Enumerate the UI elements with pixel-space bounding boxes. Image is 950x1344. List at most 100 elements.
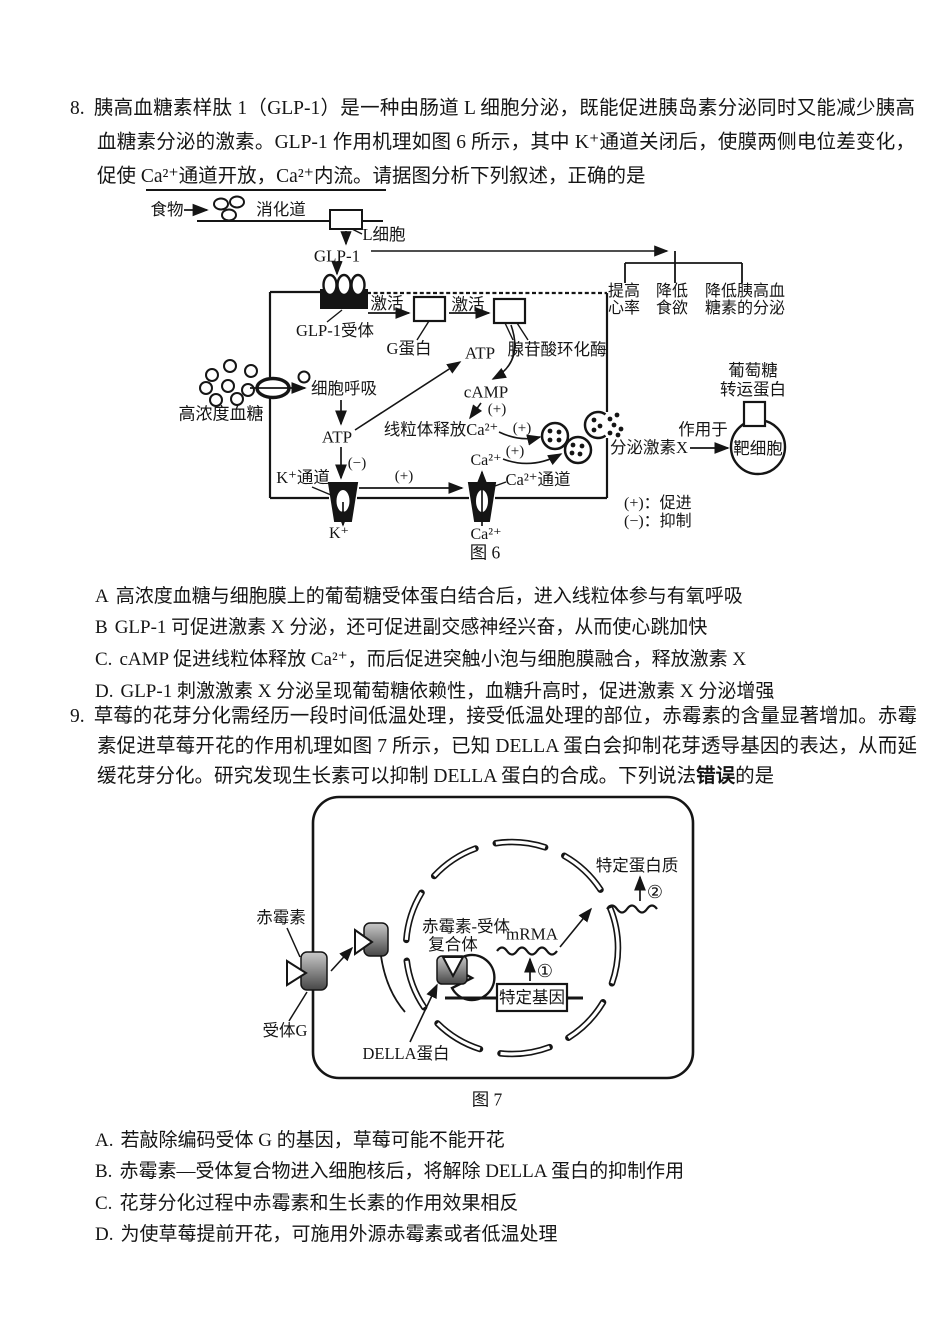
della-pointer-arrow bbox=[409, 983, 438, 1043]
q9-option-d: D.为使草莓提前开花，可施用外源赤霉素或者低温处理 bbox=[95, 1219, 558, 1246]
label-k-ion: K⁺ bbox=[329, 525, 349, 542]
cytoplasm-mrna-wavy-icon bbox=[606, 904, 658, 914]
receptor-activation-arrow bbox=[330, 946, 354, 972]
glp1-pathway-lines bbox=[331, 245, 743, 283]
question-8-text: 胰高血糖素样肽 1（GLP-1）是一种由肠道 L 细胞分泌，既能促进胰岛素分泌同… bbox=[93, 98, 915, 187]
label-glucose-transporter-1: 葡萄糖 bbox=[728, 360, 778, 380]
label-glp1: GLP-1 bbox=[313, 246, 361, 266]
figure7-diagram bbox=[286, 795, 695, 1080]
label-lower-appetite-2: 食欲 bbox=[655, 300, 689, 317]
label-complex-line2: 复合体 bbox=[428, 934, 478, 954]
nuclear-envelope bbox=[402, 838, 622, 1058]
q9-option-a-label: A. bbox=[95, 1130, 114, 1151]
q9-option-b-label: B. bbox=[95, 1161, 113, 1182]
high-glucose-particles-icon bbox=[199, 359, 258, 407]
label-digestive-tract: 消化道 bbox=[256, 199, 306, 219]
legend-minus: (−)：抑制 bbox=[624, 513, 692, 530]
label-ca-channel: Ca²⁺通道 bbox=[505, 469, 571, 489]
label-l-cell: L细胞 bbox=[362, 224, 406, 244]
label-secrete-hormone-x: 分泌激素X bbox=[610, 437, 688, 457]
gibberellin-pointer-line bbox=[286, 927, 301, 958]
label-glucose-transporter-2: 转运蛋白 bbox=[720, 379, 786, 399]
label-atp-upper: ATP bbox=[464, 343, 496, 363]
mrna-wavy-icon bbox=[496, 946, 558, 956]
l-cell-box bbox=[329, 209, 363, 246]
label-plus-2: (+) bbox=[512, 420, 532, 437]
label-specific-gene: 特定基因 bbox=[499, 987, 565, 1007]
fusing-vesicle-icon bbox=[583, 410, 624, 440]
legend-plus: (+)：促进 bbox=[624, 495, 692, 512]
label-plus-1: (+) bbox=[487, 401, 507, 418]
q8-option-b: B GLP-1 可促进激素 X 分泌，还可促进副交感神经兴奋，从而使心跳加快 bbox=[95, 612, 707, 639]
label-activate-1: 激活 bbox=[370, 293, 404, 313]
figure7-caption: 图 7 bbox=[471, 1089, 503, 1110]
secretory-vesicles-icon bbox=[540, 421, 593, 465]
q8-option-a-text: 高浓度血糖与细胞膜上的葡萄糖受体蛋白结合后，进入线粒体参与有氧呼吸 bbox=[115, 586, 743, 607]
label-ca-inner: Ca²⁺ bbox=[470, 452, 502, 469]
ca-channel-icon bbox=[467, 470, 507, 526]
cell-membrane bbox=[268, 290, 609, 500]
q8-option-d: D. GLP-1 刺激激素 X 分泌呈现葡萄糖依赖性，血糖升高时，促进激素 X 分… bbox=[95, 676, 774, 703]
q9-option-d-text: 为使草莓提前开花，可施用外源赤霉素或者低温处理 bbox=[120, 1224, 558, 1245]
q9-option-c-text: 花芽分化过程中赤霉素和生长素的作用效果相反 bbox=[119, 1193, 519, 1214]
label-mrna: mRMA bbox=[506, 924, 558, 944]
label-gibberellin: 赤霉素 bbox=[256, 907, 306, 927]
glucose-transport-channel-icon bbox=[250, 370, 311, 400]
q9-option-a: A. 若敲除编码受体 G 的基因，草莓可能不能开花 bbox=[95, 1125, 505, 1152]
q8-option-b-label: B bbox=[95, 617, 108, 638]
label-glp1-receptor: GLP-1受体 bbox=[296, 320, 374, 340]
q9-option-c-label: C. bbox=[95, 1193, 113, 1214]
label-adenylate-cyclase: 腺苷酸环化酶 bbox=[507, 339, 607, 359]
label-k-channel: K⁺通道 bbox=[276, 467, 330, 487]
q8-option-c-label: C. bbox=[95, 649, 113, 670]
label-mito-release-ca: 线粒体释放Ca²⁺ bbox=[383, 419, 499, 439]
label-lower-appetite-1: 降低 bbox=[655, 283, 689, 300]
label-ca-outer: Ca²⁺ bbox=[470, 526, 502, 543]
label-high-glucose: 高浓度血糖 bbox=[178, 404, 264, 424]
label-lower-glucagon-1: 降低胰高血 bbox=[704, 283, 786, 300]
label-complex-line1: 赤霉素-受体 bbox=[422, 916, 510, 936]
label-specific-protein: 特定蛋白质 bbox=[595, 855, 679, 875]
q8-option-c-text: cAMP 促进线粒体释放 Ca²⁺，而后促进突触小泡与细胞膜融合，释放激素 X bbox=[119, 649, 747, 670]
question-9-text-emphasis: 错误 bbox=[696, 766, 736, 787]
specific-gene-box bbox=[495, 982, 569, 1013]
label-activate-2: 激活 bbox=[451, 294, 485, 314]
question-9-stem: 9.草莓的花芽分化需经历一段时间低温处理，接受低温处理的部位，赤霉素的含量显著增… bbox=[70, 702, 917, 792]
label-step-2: ② bbox=[646, 882, 664, 902]
figure6-caption: 图 6 bbox=[469, 542, 501, 563]
mrna-export-arrow bbox=[559, 907, 593, 948]
label-target-cell: 靶细胞 bbox=[733, 438, 783, 458]
cell-outline bbox=[311, 795, 695, 1080]
scan-artifact-line bbox=[146, 189, 386, 191]
q8-option-c: C. cAMP 促进线粒体释放 Ca²⁺，而后促进突触小泡与细胞膜融合，释放激素 … bbox=[95, 644, 746, 671]
label-della-protein: DELLA蛋白 bbox=[362, 1043, 450, 1063]
label-raise-hr-1: 提高 bbox=[607, 283, 641, 300]
label-minus: (−) bbox=[347, 455, 367, 472]
activation-cascade bbox=[368, 295, 529, 380]
q8-option-d-text: GLP-1 刺激激素 X 分泌呈现葡萄糖依赖性，血糖升高时，促进激素 X 分泌增… bbox=[120, 681, 775, 702]
receptor-g-icon bbox=[286, 951, 328, 1022]
ga-receptor-complex-nucleus-icon bbox=[436, 955, 468, 985]
label-receptor-g: 受体G bbox=[262, 1020, 308, 1040]
food-particles-icon bbox=[213, 195, 245, 222]
label-lower-glucagon-2: 糖素的分泌 bbox=[704, 300, 786, 317]
question-8-number: 8. bbox=[70, 98, 85, 119]
glp1-receptor-icon bbox=[320, 273, 368, 323]
q9-option-a-text: 若敲除编码受体 G 的基因，草莓可能不能开花 bbox=[120, 1130, 505, 1151]
label-food: 食物 bbox=[150, 199, 184, 219]
target-cell-icon bbox=[729, 400, 787, 476]
q9-option-b: B.赤霉素—受体复合物进入细胞核后，将解除 DELLA 蛋白的抑制作用 bbox=[95, 1156, 684, 1183]
figure6-diagram bbox=[184, 195, 787, 527]
q8-option-d-label: D. bbox=[95, 681, 114, 702]
label-plus-4: (+) bbox=[394, 468, 414, 485]
question-9-number: 9. bbox=[70, 706, 85, 727]
label-camp: cAMP bbox=[463, 382, 509, 402]
q8-option-a-label: A bbox=[95, 586, 109, 607]
k-channel-icon bbox=[311, 447, 359, 527]
q8-option-b-text: GLP-1 可促进激素 X 分泌，还可促进副交感神经兴奋，从而使心跳加快 bbox=[114, 617, 708, 638]
question-8-stem: 8. 胰高血糖素样肽 1（GLP-1）是一种由肠道 L 细胞分泌，既能促进胰岛素分… bbox=[70, 92, 915, 194]
label-raise-hr-2: 心率 bbox=[607, 300, 641, 317]
question-9-text-post: 的是 bbox=[735, 766, 775, 787]
respiration-arrows bbox=[335, 361, 483, 431]
